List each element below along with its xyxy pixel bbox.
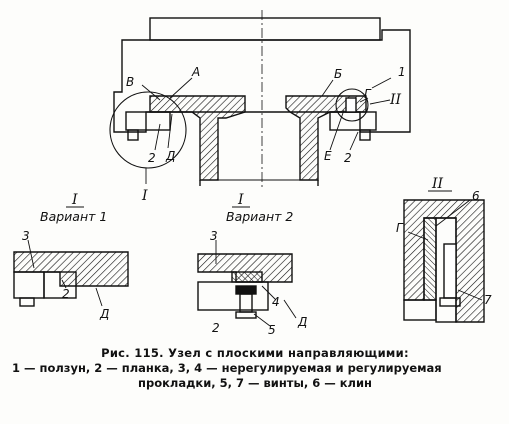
variant2-label-4: 4 — [272, 295, 280, 309]
variant1-labels: I Вариант 1 3 2 Д — [22, 192, 109, 321]
variant2-title: Вариант 2 — [226, 209, 293, 224]
label-V: В — [126, 75, 134, 89]
variant2-label-3: 3 — [210, 229, 218, 243]
label-II-main: II — [389, 92, 402, 108]
slider-body — [113, 29, 411, 133]
caption-title: Рис. 115. Узел с плоскими направляющими: — [101, 346, 409, 360]
variant2-plate — [197, 281, 269, 311]
left-guide — [149, 95, 246, 181]
figure-caption: Рис. 115. Узел с плоскими направляющими:… — [10, 346, 500, 391]
label-D-main: Д — [165, 149, 175, 163]
variant1-slider — [13, 251, 129, 287]
label-G-main: Г — [364, 87, 372, 101]
detail2-labels: II 6 Г 7 — [396, 176, 492, 307]
label-E: Е — [324, 149, 332, 163]
label-2-left: 2 — [148, 151, 156, 165]
variant2-numeral: I — [237, 192, 244, 208]
caption-legend-line2: прокладки, 5, 7 — винты, 6 — клин — [138, 376, 372, 390]
detail2-wedge — [423, 217, 437, 301]
variant1-label-3: 3 — [22, 229, 30, 243]
left-plate — [125, 111, 171, 131]
label-B: Б — [334, 67, 342, 81]
label-2-right: 2 — [344, 151, 352, 165]
main-view-labels: В А Б 1 Г II 2 Д Е 2 I — [126, 65, 406, 204]
variant1-label-D: Д — [99, 307, 109, 321]
variant2-shim — [231, 271, 263, 283]
variant1-label-2: 2 — [62, 287, 70, 301]
variant1-title: Вариант 1 — [40, 209, 107, 224]
label-1: 1 — [398, 65, 406, 79]
variant1-plate — [43, 271, 77, 299]
variant1-plate-side — [13, 271, 45, 299]
variant2-label-2: 2 — [212, 321, 220, 335]
detail2-label-G: Г — [396, 221, 404, 235]
detail2-numeral: II — [431, 176, 444, 192]
variant1-numeral: I — [71, 192, 78, 208]
variant2-label-D: Д — [297, 315, 307, 329]
label-A: А — [191, 65, 200, 79]
caption-legend-line1: 1 — ползун, 2 — планка, 3, 4 — нерегулир… — [12, 361, 442, 375]
variant2-label-5: 5 — [268, 323, 276, 337]
detail-circle-I — [109, 91, 187, 169]
label-I-main: I — [141, 188, 148, 204]
detail-circle-II — [335, 88, 369, 122]
slider-top-block — [149, 17, 381, 41]
detail2-label-6: 6 — [472, 189, 480, 203]
detail2-label-7: 7 — [484, 293, 492, 307]
variant2-labels: I Вариант 2 3 4 Д 2 5 — [210, 192, 307, 337]
